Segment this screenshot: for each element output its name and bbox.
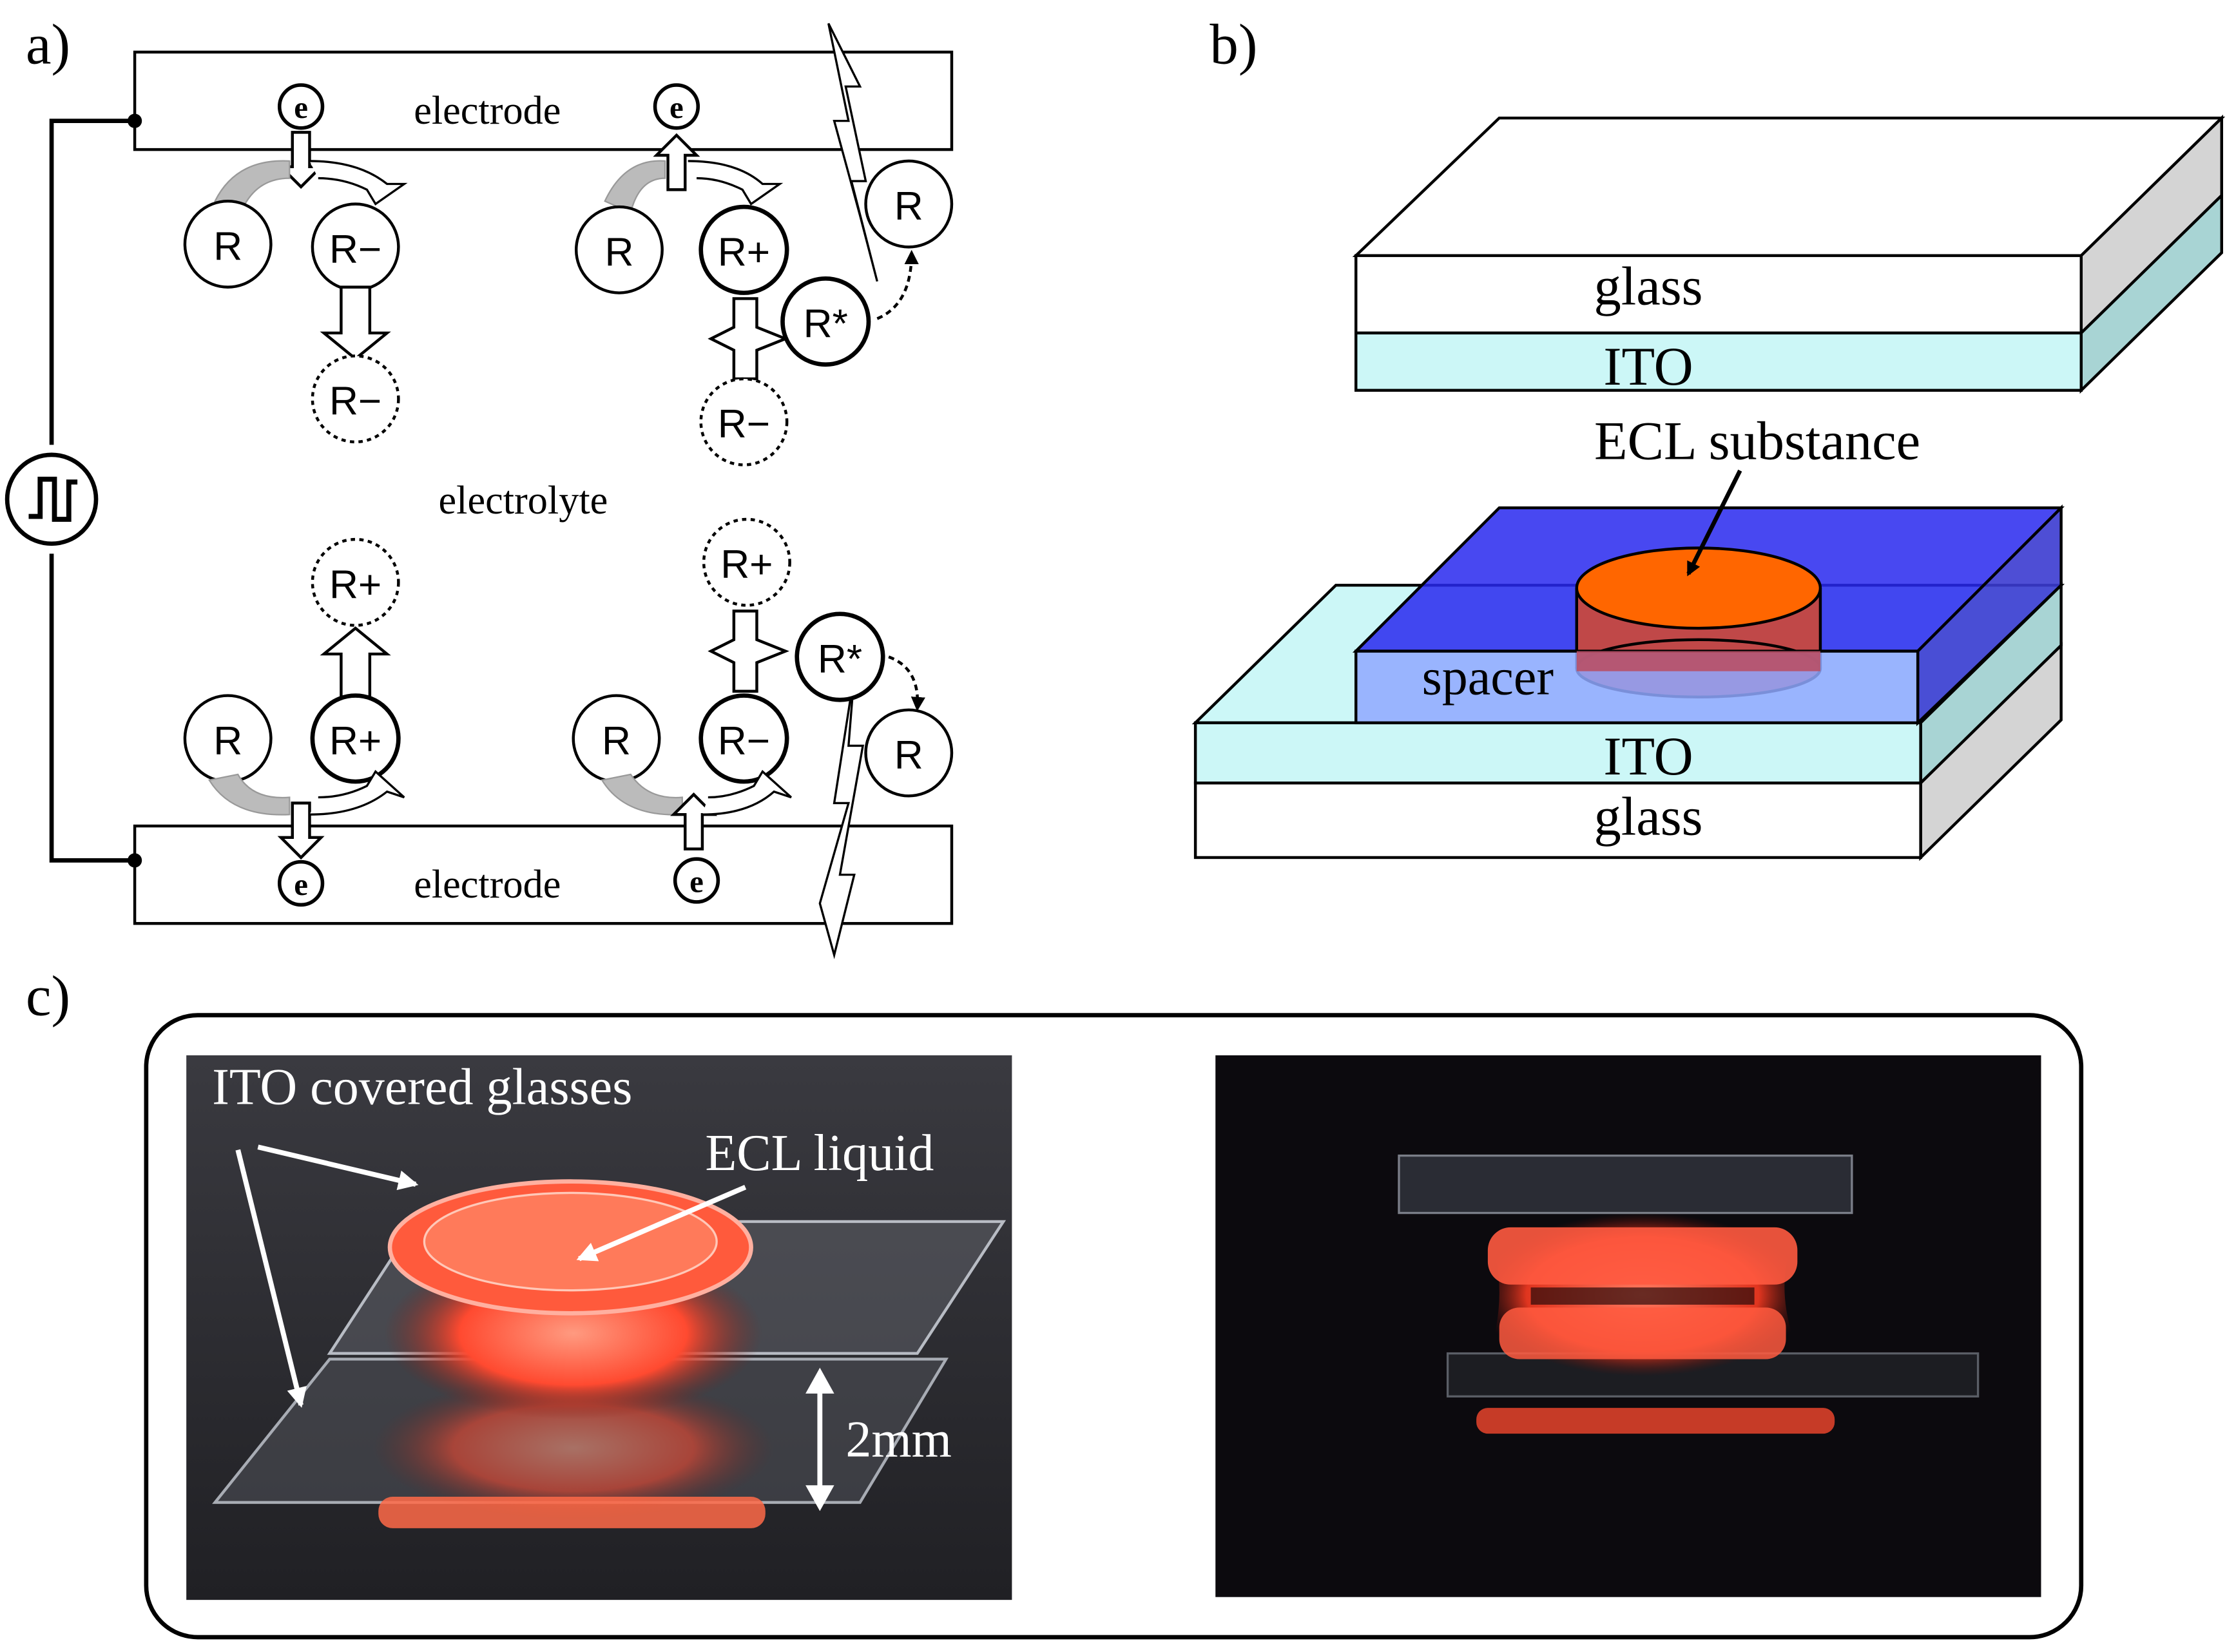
panel-c-label: c) bbox=[26, 965, 70, 1028]
species-r-label: R bbox=[894, 184, 923, 229]
electron-icon bbox=[277, 860, 325, 907]
ecl-pointer-arrow-icon bbox=[1686, 469, 1742, 577]
square-wave-icon bbox=[28, 476, 78, 522]
species-r-plus-label: R+ bbox=[329, 562, 381, 607]
wire-top bbox=[49, 119, 135, 445]
electrode-bottom bbox=[133, 824, 954, 925]
down-arrow-icon bbox=[277, 802, 325, 860]
up-arrow-icon bbox=[653, 133, 700, 191]
species-r-label: R bbox=[604, 230, 633, 274]
top-glass-label: glass bbox=[1594, 256, 1702, 316]
species-r bbox=[864, 159, 954, 249]
species-r-label: R bbox=[602, 719, 631, 764]
electron-icon bbox=[673, 857, 720, 904]
electrolyte-label: electrolyte bbox=[439, 479, 608, 523]
species-r-minus-label: R− bbox=[718, 719, 770, 764]
ecl-liquid-label: ECL liquid bbox=[705, 1125, 934, 1182]
top-glass-top-face bbox=[1352, 116, 2226, 257]
species-r-star bbox=[780, 276, 871, 367]
species-r bbox=[574, 205, 664, 294]
bottom-ito-label: ITO bbox=[1603, 727, 1693, 787]
species-r-minus bbox=[699, 693, 789, 784]
species-r-plus-diffused bbox=[311, 537, 400, 627]
species-r-label: R bbox=[213, 224, 242, 269]
electrode-top-label: electrode bbox=[414, 89, 561, 133]
species-r-label: R bbox=[213, 719, 242, 764]
gap-label: 2mm bbox=[845, 1412, 952, 1468]
curved-arrow-out-icon bbox=[309, 769, 405, 816]
wire-junction-top bbox=[127, 113, 142, 128]
electrode-top bbox=[133, 50, 954, 151]
species-r-label: R bbox=[894, 733, 923, 778]
gap-arrow-up-icon bbox=[805, 1367, 834, 1394]
glass-plate-upper bbox=[1398, 1154, 1853, 1215]
ito-pointer-arrow-icon bbox=[235, 1149, 307, 1408]
top-ito-label: ITO bbox=[1603, 337, 1693, 397]
electron-label: e bbox=[689, 863, 704, 899]
curved-arrow-in-icon bbox=[214, 160, 291, 214]
electron-icon bbox=[277, 83, 325, 130]
ecl-liquid-pointer-arrow-icon bbox=[576, 1184, 747, 1262]
top-ito-front bbox=[1354, 331, 2083, 392]
curved-arrow-in-icon bbox=[604, 160, 666, 214]
species-r-star-label: R* bbox=[804, 302, 848, 346]
species-r-plus bbox=[310, 693, 401, 784]
panel-b-label: b) bbox=[1210, 14, 1257, 77]
relaxation-arrow-icon bbox=[876, 249, 919, 320]
wire-junction-bottom bbox=[127, 853, 142, 868]
curved-arrow-in-icon bbox=[601, 773, 683, 816]
top-glass-front bbox=[1354, 254, 2083, 335]
curved-arrow-out-icon bbox=[309, 160, 408, 206]
species-r-plus bbox=[699, 204, 789, 295]
species-r bbox=[864, 708, 954, 798]
panel-a: electrode electrode electrolyte e R R− R… bbox=[5, 23, 954, 959]
down-arrow-icon bbox=[320, 285, 391, 361]
annihilation-icon bbox=[708, 297, 789, 381]
curved-arrow-out-icon bbox=[688, 160, 784, 206]
panel-b: glass ITO ITO glass spacer ECL substance bbox=[1191, 114, 2226, 861]
ecl-substance-label: ECL substance bbox=[1594, 412, 1920, 472]
up-arrow-icon bbox=[670, 792, 718, 850]
species-r-minus-label: R− bbox=[329, 379, 381, 424]
species-r-minus-diffused bbox=[311, 354, 400, 444]
spacer-label: spacer bbox=[1422, 649, 1554, 706]
ito-glasses-label: ITO covered glasses bbox=[212, 1059, 632, 1116]
species-r-plus-label: R+ bbox=[329, 719, 381, 764]
bottom-ito-front bbox=[1193, 721, 1922, 785]
relaxation-arrow-icon bbox=[888, 655, 925, 712]
electron-label: e bbox=[294, 90, 308, 125]
ito-pointer-arrow-icon bbox=[257, 1144, 419, 1191]
species-r-minus-label: R− bbox=[329, 227, 381, 272]
curved-arrow-out-icon bbox=[702, 769, 792, 816]
bottom-glass-front bbox=[1193, 782, 1922, 860]
species-r-star bbox=[795, 611, 885, 702]
species-r bbox=[183, 199, 273, 289]
wire-bottom bbox=[49, 553, 135, 863]
gap-arrow-down-icon bbox=[805, 1485, 834, 1512]
annihilation-icon bbox=[708, 610, 789, 693]
electron-label: e bbox=[294, 867, 308, 902]
species-r-minus-label: R− bbox=[718, 402, 770, 447]
species-r-plus-label: R+ bbox=[720, 543, 773, 587]
curved-arrow-in-icon bbox=[207, 773, 291, 816]
up-arrow-icon bbox=[320, 626, 391, 699]
photo-left: ITO covered glasses ECL liquid 2mm bbox=[186, 1055, 1012, 1600]
down-arrow-icon bbox=[277, 131, 325, 189]
species-r-star-label: R* bbox=[818, 637, 862, 682]
photo-right bbox=[1215, 1055, 2041, 1597]
electrode-bottom-label: electrode bbox=[414, 863, 561, 907]
ecl-cylinder-top bbox=[1575, 546, 1822, 630]
bottom-glass-label: glass bbox=[1594, 787, 1702, 847]
species-r-plus-diffused bbox=[702, 517, 791, 607]
electron-icon bbox=[653, 83, 700, 130]
species-r-plus-label: R+ bbox=[718, 230, 770, 274]
species-r-minus-diffused bbox=[699, 377, 789, 466]
panel-c: ITO covered glasses ECL liquid 2mm bbox=[144, 1013, 2084, 1640]
panel-a-label: a) bbox=[26, 14, 70, 77]
ac-source-icon bbox=[5, 452, 99, 546]
light-bolt-top bbox=[827, 23, 878, 282]
light-bolt-bottom bbox=[818, 673, 865, 959]
electron-label: e bbox=[670, 90, 684, 125]
